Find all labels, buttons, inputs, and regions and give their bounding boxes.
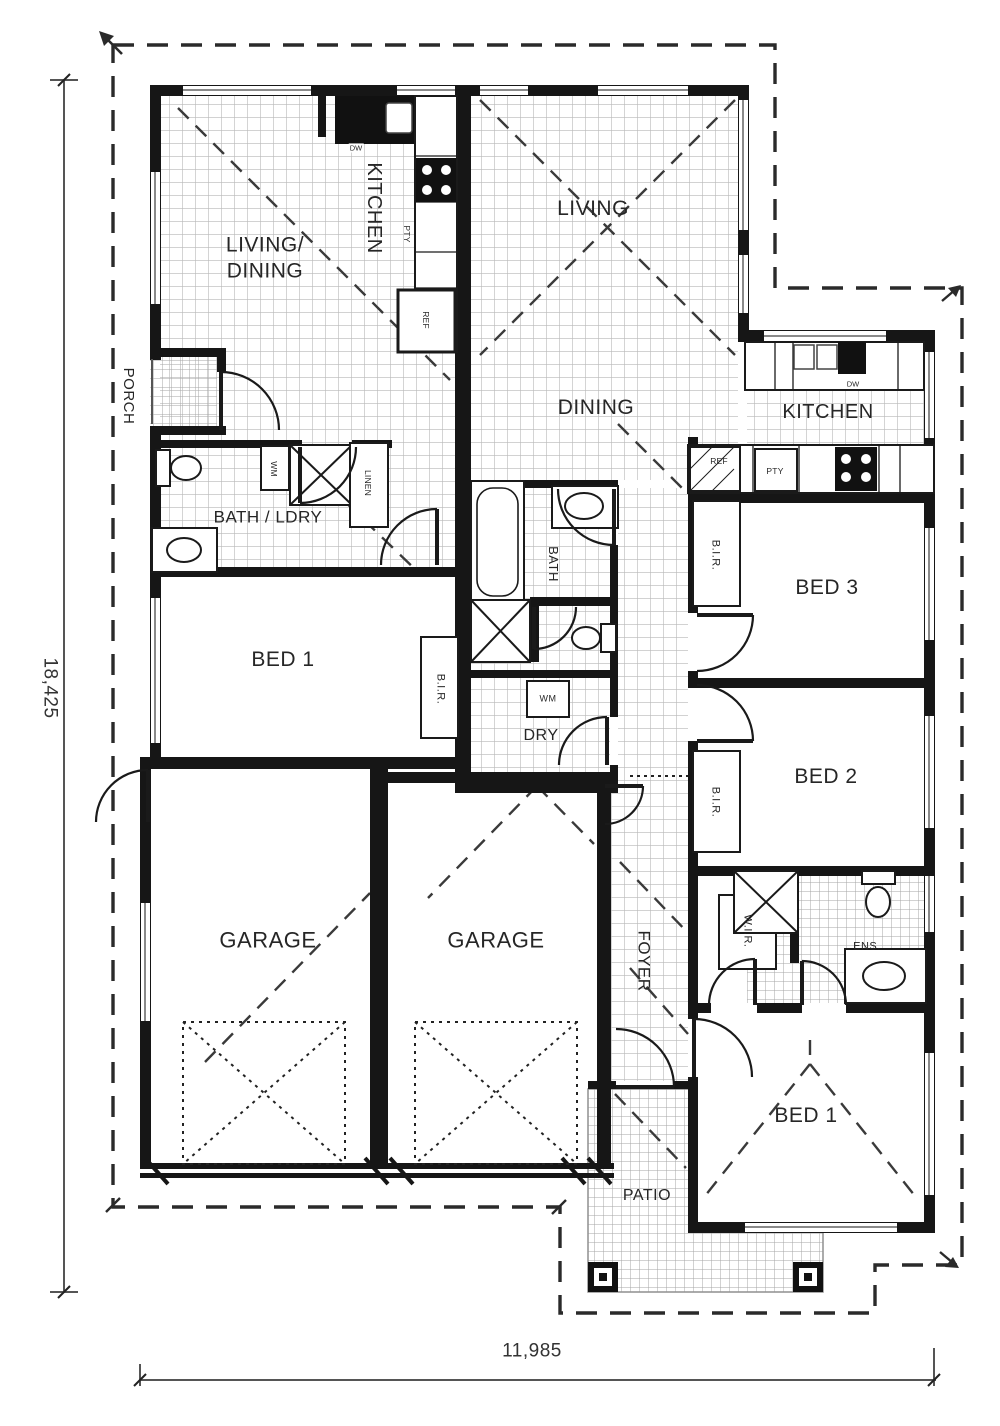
room-label-wir: W.I.R. xyxy=(741,914,754,948)
label-pty-rear: PTY xyxy=(766,465,784,476)
basin-icon xyxy=(844,948,927,1004)
toilet-icon xyxy=(571,623,617,653)
wardrobe-bir-front xyxy=(420,636,459,739)
label-dw-rear: DW xyxy=(845,379,861,389)
wall-hatch-tick xyxy=(143,1156,613,1186)
washing-machine-icon xyxy=(526,680,570,718)
sink-icon xyxy=(335,96,417,144)
label-dw-front: DW xyxy=(348,143,364,153)
label-bir-bed2: B.I.R. xyxy=(709,786,722,818)
label-ref-rear: REF xyxy=(710,455,728,466)
living-dining-line2: DINING xyxy=(226,259,304,282)
window xyxy=(141,86,934,1232)
wardrobe-bir-bed3 xyxy=(692,500,741,607)
oven-icon xyxy=(838,342,866,374)
dimension-height: 18,425 xyxy=(39,657,61,719)
car-space xyxy=(182,1021,578,1165)
living-dining-line1: LIVING/ xyxy=(225,233,305,257)
basin-icon xyxy=(151,527,218,573)
label-wm-dry: WM xyxy=(539,693,557,704)
room-label-bed2: BED 2 xyxy=(794,765,858,789)
door-swing xyxy=(94,370,848,1089)
boundary-line xyxy=(99,31,964,1315)
room-label-dry: DRY xyxy=(523,727,559,745)
label-ref-front: REF xyxy=(421,311,432,329)
cooktop-icon xyxy=(835,447,877,491)
room-label-kitchen-front: KITCHEN xyxy=(363,162,386,254)
washing-machine-icon xyxy=(260,445,290,491)
room-label-living-rear: LIVING xyxy=(557,197,629,221)
toilet-icon xyxy=(155,449,202,487)
room-label-kitchen-rear: KITCHEN xyxy=(782,400,874,423)
room-label-porch: PORCH xyxy=(120,367,138,425)
pantry-icon xyxy=(754,448,798,492)
dimension-line xyxy=(50,73,941,1387)
fridge-icon xyxy=(689,446,741,492)
shower-icon xyxy=(470,599,531,663)
room-label-bed1-rear: BED 1 xyxy=(774,1104,838,1128)
wardrobe-bir-bed2 xyxy=(692,750,741,853)
fridge-icon xyxy=(396,288,457,354)
label-bir-bed3: B.I.R. xyxy=(709,539,722,571)
room-label-dining-rear: DINING xyxy=(557,396,635,420)
bathtub-icon xyxy=(470,480,525,604)
room-label-garage-front: GARAGE xyxy=(219,927,317,953)
toilet-icon xyxy=(861,870,896,918)
sink-icon xyxy=(793,344,838,370)
label-wm-front: WM xyxy=(269,461,280,477)
label-pty-front: PTY xyxy=(402,225,413,243)
roof-line xyxy=(177,99,916,1197)
room-label-bed3: BED 3 xyxy=(795,576,859,600)
room-label-bath: BATH xyxy=(545,546,561,582)
label-bir-front: B.I.R. xyxy=(434,673,447,705)
room-label-bath-ldry: BATH / LDRY xyxy=(213,507,323,527)
room-label-garage-rear: GARAGE xyxy=(447,927,545,953)
basin-icon xyxy=(551,485,619,529)
room-label-foyer: FOYER xyxy=(634,930,654,992)
cooktop-icon xyxy=(416,158,456,202)
patio-post xyxy=(588,1262,823,1292)
room-label-living-dining: LIVING/ DINING xyxy=(226,232,304,283)
room-label-bed1-front: BED 1 xyxy=(251,648,315,672)
room-label-ens: ENS. xyxy=(853,940,881,953)
linen-cupboard xyxy=(349,442,389,528)
label-linen: LINEN xyxy=(363,469,374,497)
shower-icon xyxy=(733,870,799,934)
dimension-width: 11,985 xyxy=(502,1340,562,1362)
room-label-patio: PATIO xyxy=(622,1187,672,1205)
